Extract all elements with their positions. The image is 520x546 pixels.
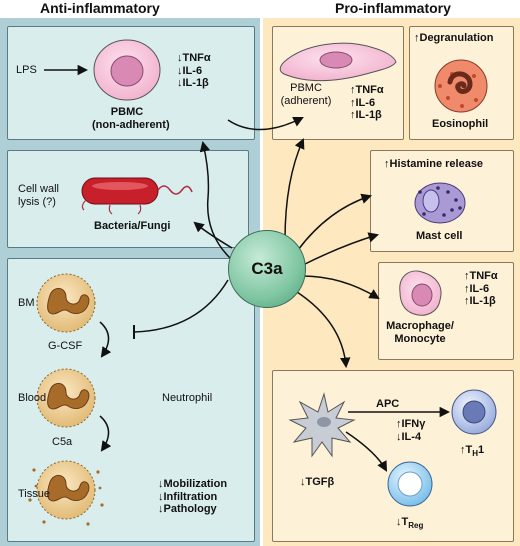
c3a-node: C3a bbox=[228, 230, 306, 308]
th1-cell-icon bbox=[451, 389, 497, 435]
tissue-label: Tissue bbox=[18, 488, 50, 500]
eosinophil-icon bbox=[434, 59, 488, 113]
mast-cell-icon bbox=[414, 182, 466, 224]
neutrophil-bm-icon bbox=[36, 273, 96, 333]
histamine-label: ↑Histamine release bbox=[384, 158, 484, 170]
pbmc-adherent-effects: ↑TNFα ↑IL-6 ↑IL-1β bbox=[350, 84, 384, 121]
apc-label: APC bbox=[376, 398, 400, 410]
cell-wall-lysis-label: Cell wall lysis (?) bbox=[18, 183, 59, 208]
anti-inflammatory-header: Anti-inflammatory bbox=[40, 0, 160, 16]
pbmc-nonadherent-effects: ↓TNFα ↓IL-6 ↓IL-1β bbox=[177, 52, 211, 89]
degranulation-label: ↑Degranulation bbox=[414, 32, 494, 44]
macrophage-label: Macrophage/ Monocyte bbox=[386, 320, 454, 345]
neutrophil-effects: ↓Mobilization ↓Infiltration ↓Pathology bbox=[158, 478, 228, 515]
lps-label: LPS bbox=[16, 64, 37, 76]
tgf-label: ↓TGFβ bbox=[300, 476, 335, 488]
blood-label: Blood bbox=[18, 392, 47, 404]
treg-cell-icon bbox=[387, 461, 433, 507]
macrophage-panel bbox=[378, 262, 514, 360]
pbmc-nonadherent-label: PBMC (non-adherent) bbox=[92, 106, 170, 131]
mast-cell-label: Mast cell bbox=[416, 230, 463, 242]
pbmc-adherent-label: PBMC (adherent) bbox=[280, 82, 332, 107]
bacteria-label: Bacteria/Fungi bbox=[94, 220, 171, 232]
pbmc-adherent-icon bbox=[279, 42, 397, 82]
neutrophil-tissue-icon bbox=[28, 460, 104, 526]
bm-label: BM bbox=[18, 297, 35, 309]
neutrophil-label: Neutrophil bbox=[162, 392, 213, 404]
bacteria-icon bbox=[81, 177, 193, 215]
macrophage-effects: ↑TNFα ↑IL-6 ↑IL-1β bbox=[464, 270, 498, 307]
neutrophil-blood-icon bbox=[36, 368, 96, 428]
eosinophil-label: Eosinophil bbox=[432, 118, 489, 130]
apc-effects: ↑IFNγ ↓IL-4 bbox=[396, 418, 426, 443]
gcsf-label: G-CSF bbox=[48, 340, 83, 352]
macrophage-icon bbox=[399, 270, 442, 316]
c5a-label: C5a bbox=[52, 436, 73, 448]
apc-icon bbox=[288, 392, 356, 458]
treg-label: ↓TReg bbox=[396, 516, 424, 531]
th1-label: ↑TH1 bbox=[460, 444, 485, 459]
pro-inflammatory-header: Pro-inflammatory bbox=[335, 0, 451, 16]
